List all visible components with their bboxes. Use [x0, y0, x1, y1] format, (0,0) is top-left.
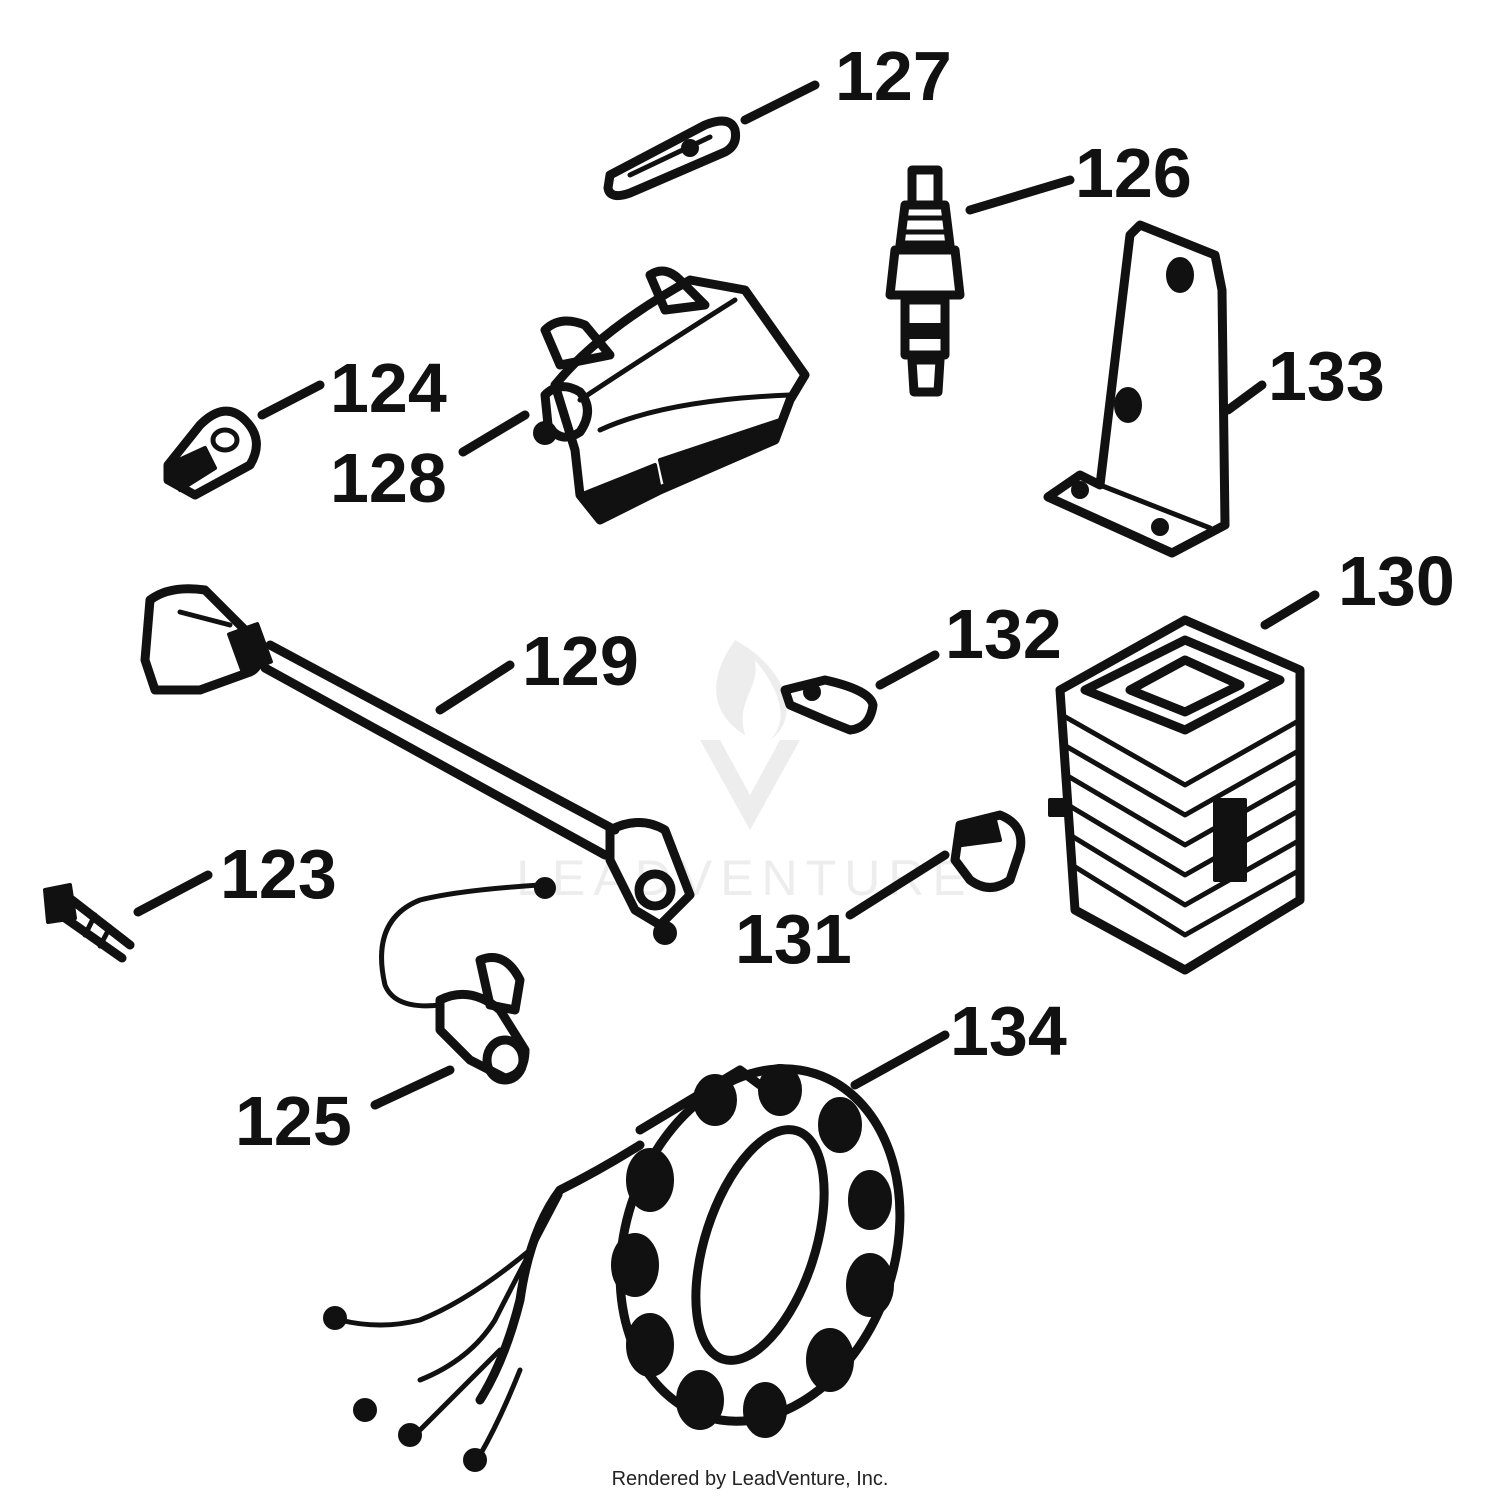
- part-127-plate: [603, 116, 740, 201]
- part-128-ignition-coil: [533, 266, 810, 525]
- callout-132: 132: [945, 595, 1062, 673]
- callout-130: 130: [1338, 542, 1455, 620]
- callout-labels: 127 126 124 128 133 130 132 129 123 131 …: [220, 37, 1455, 1160]
- leader-lines: [133, 80, 1320, 1110]
- part-134-stator: [323, 1064, 905, 1472]
- part-132-clip: [780, 675, 878, 735]
- part-123-bolt: [43, 883, 135, 963]
- render-credit: Rendered by LeadVenture, Inc.: [612, 1468, 889, 1490]
- callout-134: 134: [950, 992, 1067, 1070]
- callout-128: 128: [330, 439, 447, 517]
- callout-131: 131: [735, 900, 852, 978]
- part-131-cap: [950, 810, 1026, 892]
- part-125-condenser: [379, 877, 556, 1085]
- callout-124: 124: [330, 349, 447, 427]
- callout-129: 129: [522, 622, 639, 700]
- callout-127: 127: [835, 37, 952, 115]
- part-130-cylinder-head: [1048, 615, 1305, 975]
- part-133-bracket: [1043, 220, 1230, 558]
- callout-126: 126: [1075, 134, 1192, 212]
- callout-125: 125: [235, 1082, 352, 1160]
- callout-123: 123: [220, 835, 337, 913]
- part-124-clamp: [163, 406, 261, 500]
- leadventure-watermark-logo: LEADVENTURE: [516, 640, 974, 906]
- callout-133: 133: [1268, 337, 1385, 415]
- watermark-text: LEADVENTURE: [516, 850, 974, 906]
- part-129-plug-wire: [140, 584, 695, 945]
- part-126-spark-plug: [885, 165, 965, 397]
